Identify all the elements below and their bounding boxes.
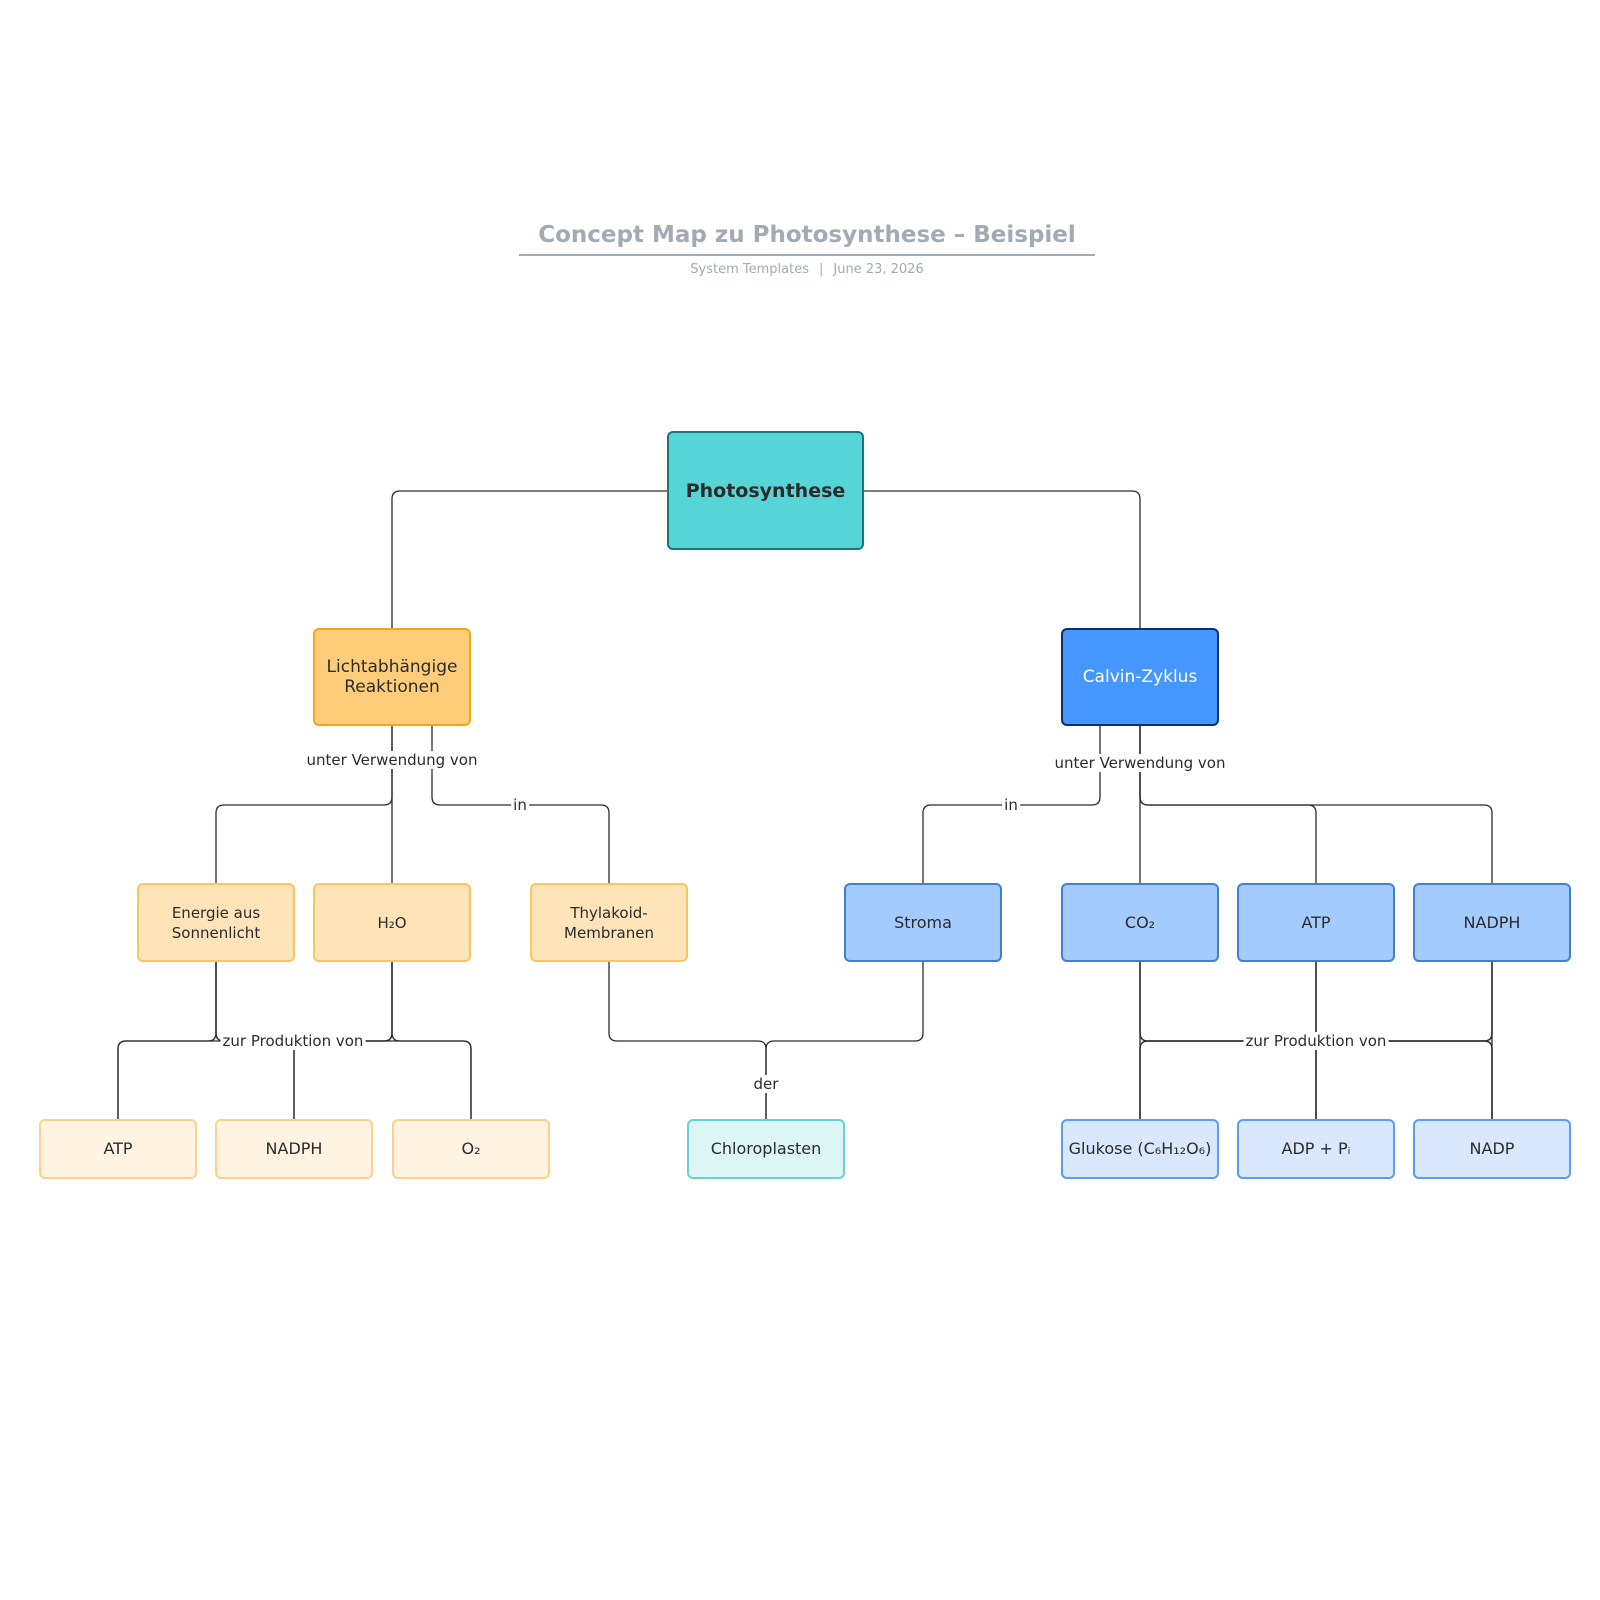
node-atp-left[interactable]: ATP — [39, 1119, 197, 1179]
link-label-unter-right: unter Verwendung von — [1052, 754, 1228, 772]
node-co2[interactable]: CO₂ — [1061, 883, 1219, 962]
node-photosynthese[interactable]: Photosynthese — [667, 431, 864, 550]
link-root-licht — [391, 490, 667, 628]
node-o2[interactable]: O₂ — [392, 1119, 550, 1179]
node-atp-right[interactable]: ATP — [1237, 883, 1395, 962]
link-label-der: der — [751, 1075, 781, 1093]
node-adp-pi[interactable]: ADP + Pᵢ — [1237, 1119, 1395, 1179]
node-stroma[interactable]: Stroma — [844, 883, 1002, 962]
node-lichtabhaengige-reaktionen[interactable]: Lichtabhängige Reaktionen — [313, 628, 471, 726]
link-licht-energie — [215, 726, 393, 883]
node-h2o[interactable]: H₂O — [313, 883, 471, 962]
link-label-unter-left: unter Verwendung von — [304, 751, 480, 769]
link-root-calvin — [864, 490, 1141, 628]
source-label: System Templates — [690, 262, 809, 277]
link-label-in-right: in — [1002, 796, 1020, 814]
page-title: Concept Map zu Photosynthese – Beispiel — [519, 218, 1095, 256]
link-thylakoid-chloroplasten — [608, 962, 767, 1119]
node-nadp[interactable]: NADP — [1413, 1119, 1571, 1179]
node-thylakoid-membranen[interactable]: Thylakoid-Membranen — [530, 883, 688, 962]
node-energie-aus-sonnenlicht[interactable]: Energie aus Sonnenlicht — [137, 883, 295, 962]
link-calvin-nadph — [1139, 726, 1493, 883]
page-meta: System Templates | June 23, 2026 — [0, 262, 1600, 277]
link-label-zur-left: zur Produktion von — [220, 1032, 366, 1050]
date-label: June 23, 2026 — [833, 262, 924, 277]
node-nadph-right[interactable]: NADPH — [1413, 883, 1571, 962]
node-nadph-left[interactable]: NADPH — [215, 1119, 373, 1179]
link-label-zur-right: zur Produktion von — [1243, 1032, 1389, 1050]
link-h2o-o2 — [391, 962, 472, 1119]
node-glukose[interactable]: Glukose (C₆H₁₂O₆) — [1061, 1119, 1219, 1179]
node-chloroplasten[interactable]: Chloroplasten — [687, 1119, 845, 1179]
meta-divider: | — [818, 262, 824, 277]
link-label-in-left: in — [511, 796, 529, 814]
node-calvin-zyklus[interactable]: Calvin-Zyklus — [1061, 628, 1219, 726]
link-stroma-chloroplasten — [765, 962, 924, 1119]
